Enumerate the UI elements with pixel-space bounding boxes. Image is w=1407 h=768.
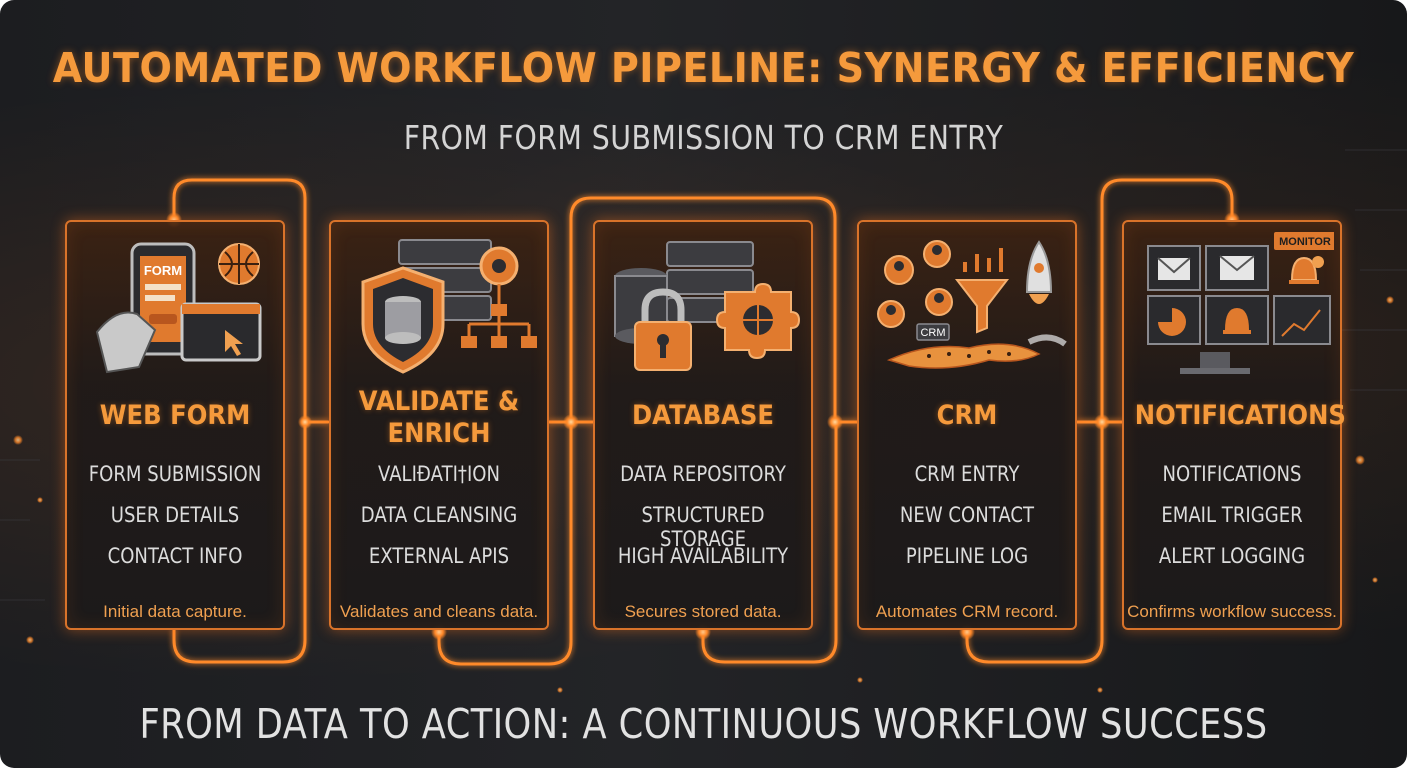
stage-caption: Initial data capture. — [103, 602, 247, 621]
stage-caption: Confirms workflow success. — [1127, 602, 1337, 621]
stage-item: VALIĐATI†ION — [377, 462, 501, 486]
stage-items: CRM ENTRY NEW CONTACT PIPELINE LOG — [859, 462, 1075, 585]
stage-title: DATABASE — [631, 400, 775, 431]
stage-item: CRM ENTRY — [914, 462, 1020, 486]
stage-item: ALERT LOGGING — [1158, 544, 1306, 568]
stage-items: NOTIFICATIONS EMAIL TRIGGER ALERT LOGGIN… — [1124, 462, 1340, 585]
stage-items: VALIĐATI†ION DATA CLEANSING EXTERNAL API… — [331, 462, 547, 585]
stage-items: FORM SUBMISSION USER DETAILS CONTACT INF… — [67, 462, 283, 585]
stage-item: STRUCTURED STORAGE — [641, 503, 765, 551]
stage-caption: Automates CRM record. — [875, 602, 1059, 621]
notification-monitor-icon: MONITOR — [1147, 232, 1334, 374]
stage-caption: Secures stored data. — [624, 602, 782, 621]
crm-icon-label: CRM — [920, 327, 945, 339]
stage-title: WEB FORM — [99, 400, 251, 431]
stage-card-validate-enrich: VALIDATE & ENRICH VALIĐATI†ION DATA CLEA… — [329, 220, 549, 630]
stage-item: NOTIFICATIONS — [1162, 462, 1302, 486]
stage-card-web-form: FORM WEB FORM FORM SUBMISSION USER DETAI… — [65, 220, 285, 630]
stage-item: DATA CLEANSING — [360, 503, 518, 527]
stage-item: FORM SUBMISSION — [88, 462, 262, 486]
stage-title: CRM — [936, 400, 998, 431]
stage-item: EMAIL TRIGGER — [1161, 503, 1303, 527]
stage-caption: Validates and cleans data. — [339, 602, 539, 621]
crm-funnel-icon: CRM — [877, 240, 1067, 369]
stage-card-notifications: MONITOR NOTIFICATIONS NOTIFICATIONS EMAI… — [1122, 220, 1346, 630]
monitor-label: MONITOR — [1279, 236, 1331, 248]
stage-card-crm: CRM CRM CRM ENTRY NEW CONTACT PIPELINE L… — [857, 220, 1077, 630]
stage-title: VALIDATE & ENRICH — [358, 386, 520, 449]
stage-item: CONTACT INFO — [107, 544, 243, 568]
footer-tagline: FROM DATA TO ACTION: A CONTINUOUS WORKFL… — [139, 700, 1268, 748]
form-icon-label: FORM — [144, 263, 182, 278]
stage-item: USER DETAILS — [110, 503, 240, 527]
stage-item: EXTERNAL APIS — [368, 544, 510, 568]
page-subtitle: FROM FORM SUBMISSION TO CRM ENTRY — [403, 118, 1004, 157]
database-lock-icon — [614, 241, 801, 371]
stage-item: DATA REPOSITORY — [620, 462, 786, 486]
stage-items: DATA REPOSITORY STRUCTURED STORAGE HIGH … — [595, 462, 811, 585]
stage-item: HIGH AVAILABILITY — [617, 544, 789, 568]
validation-shield-icon — [361, 239, 537, 374]
page-title: AUTOMATED WORKFLOW PIPELINE: SYNERGY & E… — [52, 44, 1355, 92]
stage-card-database: DATABASE DATA REPOSITORY STRUCTURED STOR… — [593, 220, 813, 630]
web-form-icon: FORM — [95, 242, 262, 374]
stage-item: PIPELINE LOG — [905, 544, 1029, 568]
stage-item: NEW CONTACT — [899, 503, 1035, 527]
stage-title: NOTIFICATIONS — [1134, 400, 1346, 431]
